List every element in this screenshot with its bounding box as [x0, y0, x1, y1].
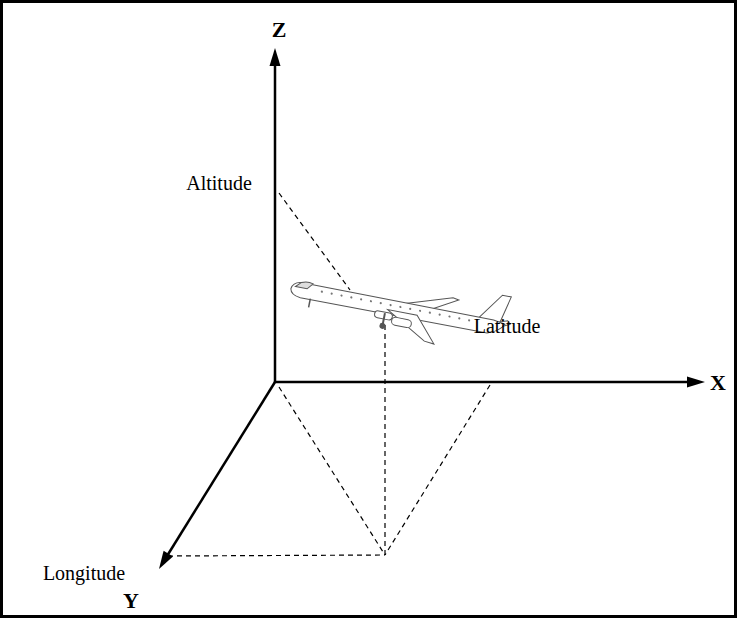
wheel	[380, 323, 386, 329]
axis-label: Z	[272, 18, 287, 42]
origin-projection	[279, 387, 385, 555]
coordinate-label: Latitude	[474, 315, 541, 337]
altitude-projection	[279, 193, 350, 290]
airplane-illustration	[286, 255, 516, 357]
axis-label: X	[710, 371, 726, 395]
z-axis	[274, 62, 277, 383]
y-axis	[167, 382, 275, 556]
arrowhead	[687, 377, 705, 388]
vertical-projection	[384, 325, 385, 555]
latitude-projection	[385, 385, 490, 555]
engine	[391, 317, 412, 329]
axis-label: Y	[123, 589, 139, 613]
arrowhead	[159, 551, 173, 569]
fuselage	[290, 281, 506, 337]
longitude-projection	[168, 555, 385, 556]
coordinate-label: Altitude	[186, 172, 252, 194]
arrowhead	[270, 48, 281, 66]
x-axis	[274, 381, 690, 384]
nose-gear	[309, 299, 311, 308]
coordinate-label: Longitude	[43, 562, 125, 584]
cockpit	[295, 280, 313, 290]
